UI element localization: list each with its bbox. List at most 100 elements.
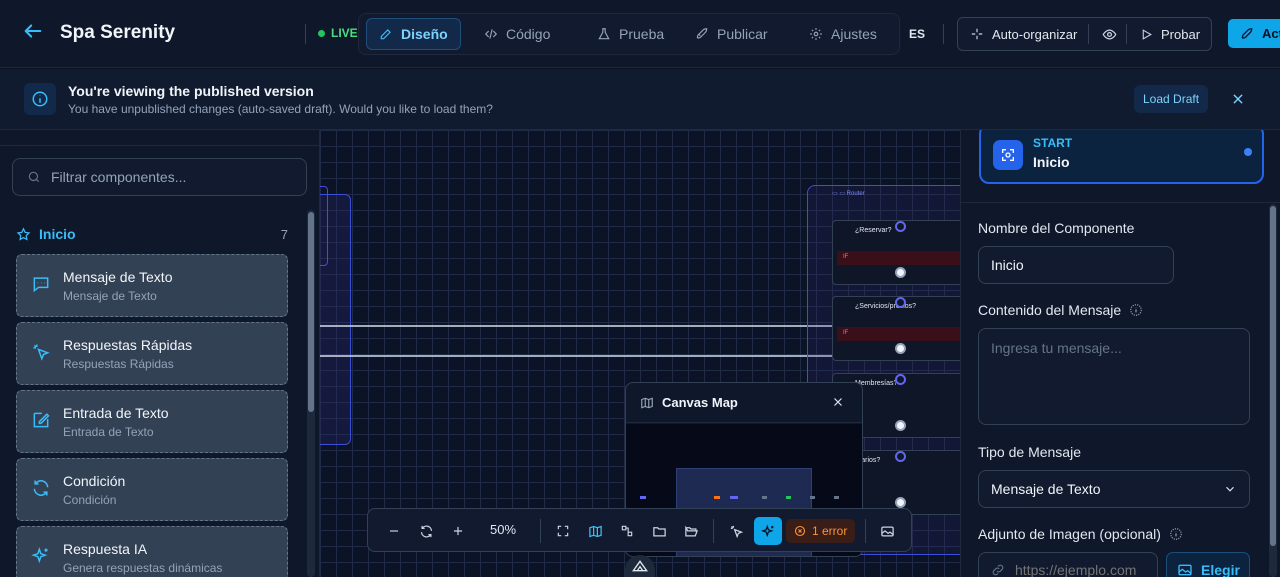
section-count: 7 xyxy=(280,226,288,242)
canvas-map-header: Canvas Map xyxy=(626,383,862,423)
tab-diseno[interactable]: Diseño xyxy=(366,18,461,50)
component-card-respuesta-ia[interactable]: Respuesta IA Genera respuestas dinámicas xyxy=(16,526,288,577)
node-input-handle[interactable] xyxy=(895,374,906,385)
rocket-icon xyxy=(696,28,708,39)
back-arrow-icon[interactable] xyxy=(22,20,46,44)
node-output-handle[interactable] xyxy=(895,343,906,354)
message-type-select[interactable]: Mensaje de Texto xyxy=(978,470,1250,508)
minimap-node xyxy=(714,496,720,499)
start-node-name: Inicio xyxy=(1033,154,1070,170)
component-name-input[interactable] xyxy=(978,246,1174,284)
node-output-handle[interactable] xyxy=(895,497,906,508)
top-bar: Spa Serenity LIVE Diseño Código Prueba P… xyxy=(0,0,1280,68)
preview-eye-button[interactable] xyxy=(1102,18,1117,50)
component-name-label: Nombre del Componente xyxy=(978,220,1135,236)
chat-icon xyxy=(33,277,49,293)
image-attachment-label: Adjunto de Imagen (opcional) xyxy=(978,526,1183,542)
eye-icon xyxy=(1102,28,1117,40)
edit-icon xyxy=(33,412,50,428)
live-dot-icon xyxy=(318,29,325,37)
select-pointer-icon[interactable] xyxy=(722,517,750,545)
folder-open-icon[interactable] xyxy=(677,517,705,545)
start-node-card[interactable]: START Inicio xyxy=(979,130,1264,184)
connection-line xyxy=(320,355,840,357)
reset-zoom-icon[interactable] xyxy=(412,517,440,545)
component-card-entrada-de-texto[interactable]: Entrada de Texto Entrada de Texto xyxy=(16,390,288,453)
panel-scrollbar-thumb[interactable] xyxy=(1270,206,1276,546)
screenshot-icon[interactable] xyxy=(873,517,901,545)
banner-title: You're viewing the published version xyxy=(68,83,314,99)
map-toggle-icon[interactable] xyxy=(581,517,609,545)
node-output-handle[interactable] xyxy=(895,420,906,431)
node-input-handle[interactable] xyxy=(895,221,906,232)
connection-line xyxy=(320,325,840,327)
sidebar-scrollbar-thumb[interactable] xyxy=(308,212,314,412)
minimap-node xyxy=(730,496,738,499)
tab-publicar[interactable]: Publicar xyxy=(683,18,780,50)
group-frame-left-inner xyxy=(320,186,328,266)
choose-image-button[interactable]: Elegir xyxy=(1166,552,1250,577)
minimap-node xyxy=(640,496,646,499)
fit-view-icon[interactable] xyxy=(549,517,577,545)
ai-assist-icon[interactable] xyxy=(754,517,782,545)
tab-ajustes[interactable]: Ajustes xyxy=(797,18,889,50)
error-badge[interactable]: 1 error xyxy=(786,519,856,543)
tab-codigo[interactable]: Código xyxy=(472,18,562,50)
focus-frame-icon xyxy=(993,140,1023,170)
close-icon[interactable] xyxy=(832,395,844,412)
map-icon xyxy=(641,397,653,408)
error-circle-icon xyxy=(794,525,806,537)
auto-layout-icon[interactable] xyxy=(613,517,641,545)
play-icon xyxy=(1142,28,1152,40)
auto-organize-button[interactable]: Auto-organizar xyxy=(970,18,1077,50)
toolbar-divider xyxy=(865,519,866,543)
image-url-input[interactable] xyxy=(1015,562,1141,577)
filter-components-input[interactable] xyxy=(51,169,291,185)
component-sidebar: Inicio 7 Mensaje de Texto Mensaje de Tex… xyxy=(0,130,320,577)
minimap-node xyxy=(810,496,815,499)
folder-icon[interactable] xyxy=(645,517,673,545)
start-kicker: START xyxy=(1033,136,1073,150)
language-selector[interactable]: ES xyxy=(909,27,926,41)
rocket-icon xyxy=(1241,27,1253,39)
group-label: ▭ ▭ Router xyxy=(832,191,865,197)
code-icon xyxy=(484,29,498,39)
canvas-toolbar: 50% 1 error xyxy=(367,508,912,552)
message-content-textarea[interactable] xyxy=(978,328,1250,425)
node-output-handle[interactable] xyxy=(895,267,906,278)
component-card-respuestas-rapidas[interactable]: Respuestas Rápidas Respuestas Rápidas xyxy=(16,322,288,385)
close-icon[interactable] xyxy=(1228,89,1248,109)
info-icon[interactable] xyxy=(1169,527,1183,541)
info-icon[interactable] xyxy=(1129,303,1143,317)
group-divider xyxy=(1126,24,1127,44)
node-input-handle[interactable] xyxy=(895,297,906,308)
vercel-logo-icon xyxy=(625,555,655,577)
image-url-field xyxy=(978,552,1158,577)
link-icon xyxy=(992,564,1004,576)
header-divider xyxy=(305,24,306,44)
flask-icon xyxy=(598,28,610,40)
group-divider xyxy=(1088,24,1089,44)
toolbar-divider xyxy=(540,519,541,543)
mode-tabs: Diseño Código Prueba Publicar Ajustes xyxy=(358,13,900,55)
activate-button[interactable]: Act xyxy=(1228,19,1280,48)
load-draft-button[interactable]: Load Draft xyxy=(1134,85,1209,113)
component-card-mensaje-de-texto[interactable]: Mensaje de Texto Mensaje de Texto xyxy=(16,254,288,317)
pencil-icon xyxy=(380,29,391,40)
flow-node-servicios[interactable]: ¿Servicios/precios? IF xyxy=(832,296,960,361)
zoom-in-icon[interactable] xyxy=(444,517,472,545)
section-header-inicio[interactable]: Inicio 7 xyxy=(16,226,288,242)
group-frame-left xyxy=(320,194,351,445)
message-type-label: Tipo de Mensaje xyxy=(978,444,1081,460)
node-input-handle[interactable] xyxy=(895,451,906,462)
test-button[interactable]: Probar xyxy=(1140,18,1200,50)
info-icon xyxy=(24,83,56,115)
pointer-click-icon xyxy=(33,344,50,361)
zoom-out-icon[interactable] xyxy=(380,517,408,545)
component-card-condicion[interactable]: Condición Condición xyxy=(16,458,288,521)
search-icon xyxy=(28,171,40,183)
minimap-node xyxy=(834,496,839,499)
banner-message: You have unpublished changes (auto-saved… xyxy=(68,102,493,116)
tab-prueba[interactable]: Prueba xyxy=(585,18,676,50)
refresh-icon xyxy=(33,480,49,496)
